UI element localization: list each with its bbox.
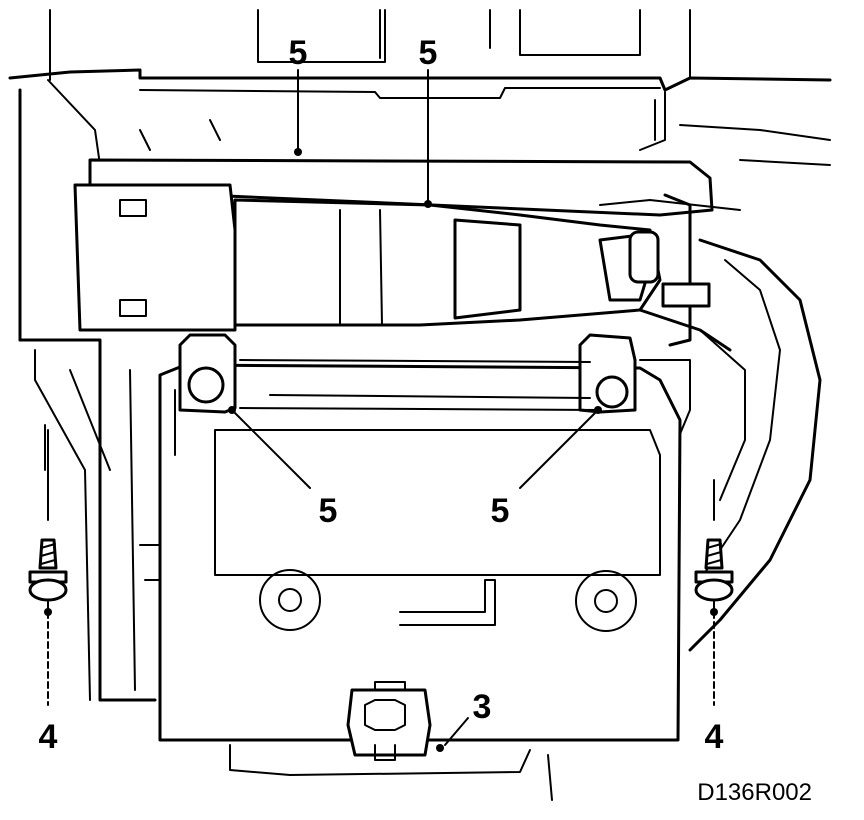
callout-pipe-upper: 5: [289, 34, 308, 72]
leader-point: [294, 148, 302, 156]
screw-right-icon: [694, 538, 734, 602]
callout-bolt-right: 5: [491, 492, 510, 530]
leader-point: [594, 406, 602, 414]
figure-id: D136R002: [697, 779, 812, 806]
leader-point: [424, 200, 432, 208]
callout-connector: 3: [473, 688, 492, 726]
upper-background-structure: [8, 9, 832, 342]
callout-screw-right: 4: [705, 718, 724, 756]
leader-lines: [44, 69, 718, 752]
leader-point: [44, 608, 52, 616]
leader-point: [436, 744, 444, 752]
callout-pipe-center: 5: [419, 34, 438, 72]
callout-screw-left: 4: [39, 718, 58, 756]
upper-tube-assembly: [73, 158, 741, 352]
leader-point: [710, 608, 718, 616]
leader-point: [228, 406, 236, 414]
callout-bolt-left: 5: [319, 492, 338, 530]
electrical-connector: [346, 681, 432, 761]
side-structures: [18, 238, 822, 702]
screw-left-icon: [28, 538, 68, 602]
